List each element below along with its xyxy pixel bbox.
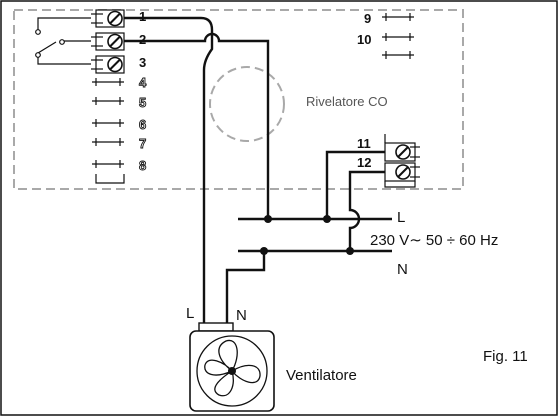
relay-contact-symbol [35, 17, 91, 65]
terminal-label-11: 11 [357, 136, 371, 151]
right-terminal-block: 9 10 11 12 [357, 11, 420, 188]
terminal-label-9: 9 [364, 11, 371, 26]
left-terminal-block: 1 2 3 4 5 6 7 8 [91, 9, 147, 184]
pin-terminal-10 [382, 33, 414, 41]
screw-terminal-1 [91, 9, 125, 28]
terminal-label-1: 1 [139, 9, 146, 24]
junction-dot [260, 247, 268, 255]
fan-terminal-l-label: L [186, 305, 194, 322]
wire-terminal-11-to-line [325, 150, 385, 219]
screw-terminal-12 [384, 162, 420, 182]
supply-label: 230 V∼ 50 ÷ 60 Hz [370, 232, 498, 249]
terminal-label-10: 10 [357, 32, 371, 47]
pin-terminal-6 [92, 119, 124, 127]
wire-neutral-to-fan-n [225, 251, 266, 323]
junction-dot [346, 247, 354, 255]
detector-housing [13, 9, 464, 190]
screw-terminal-3 [91, 55, 125, 74]
screw-terminal-11 [384, 142, 420, 162]
terminal-label-8: 8 [139, 158, 146, 173]
fan-label: Ventilatore [286, 367, 357, 384]
pin-terminal-spare [382, 51, 414, 59]
line-label: L [397, 209, 405, 226]
neutral-label: N [397, 261, 408, 278]
co-sensor-outline [209, 66, 285, 142]
detector-label: Rivelatore CO [306, 94, 388, 109]
wire-terminal-1-to-fan-l [124, 16, 214, 323]
fan-terminal-n-label: N [236, 307, 247, 324]
junction-dot [323, 215, 331, 223]
terminal-label-7: 7 [139, 136, 146, 151]
fan-unit [189, 322, 275, 412]
terminal-label-6: 6 [139, 117, 146, 132]
terminal-label-5: 5 [139, 95, 146, 110]
screw-terminal-2 [91, 32, 125, 51]
pin-terminal-9 [382, 13, 414, 21]
pin-terminal-4 [92, 78, 124, 86]
pin-terminal-7 [92, 138, 124, 146]
terminal-label-4: 4 [139, 75, 147, 90]
junction-dot [264, 215, 272, 223]
figure-caption: Fig. 11 [483, 348, 528, 365]
pin-terminal-8 [92, 160, 124, 168]
terminal-label-12: 12 [357, 155, 371, 170]
terminal-label-3: 3 [139, 55, 146, 70]
pin-terminal-5 [92, 97, 124, 105]
terminal-label-2: 2 [139, 32, 146, 47]
